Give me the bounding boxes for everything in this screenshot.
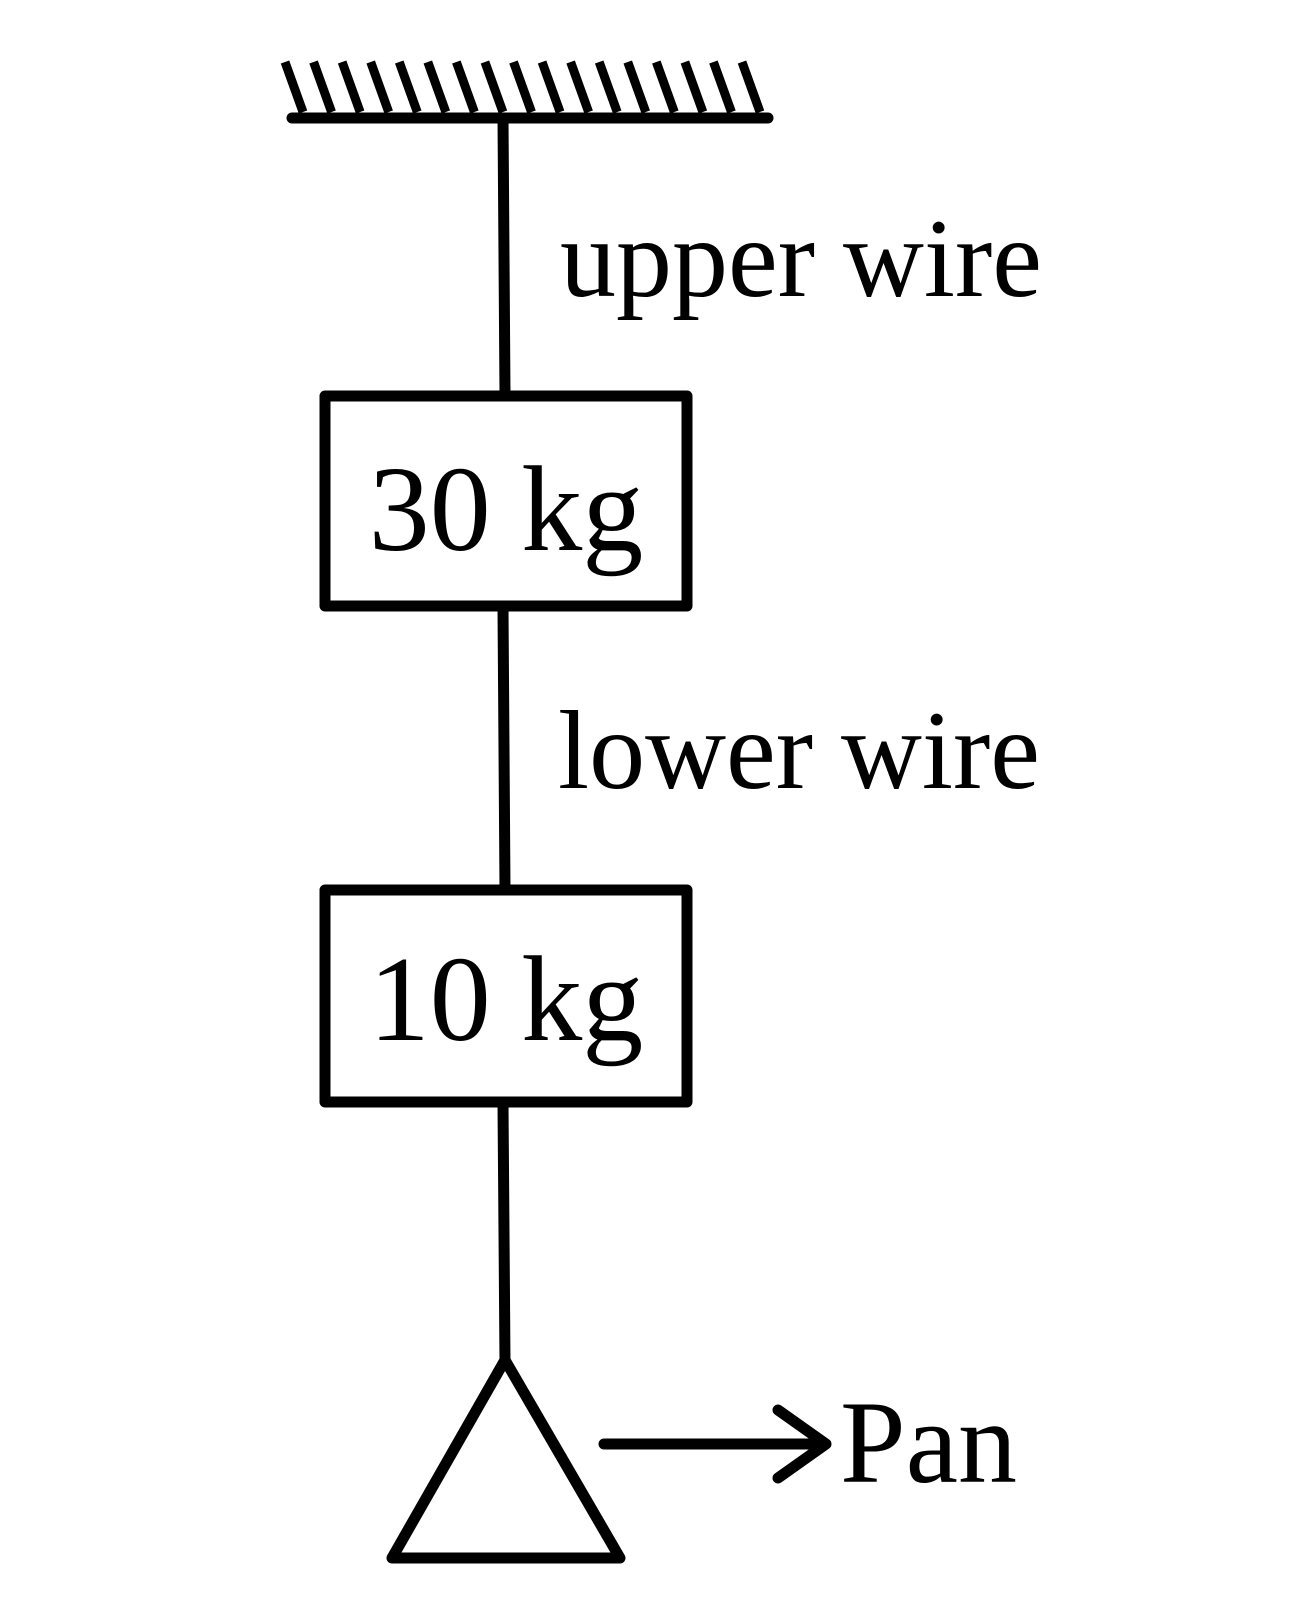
ceiling-support: [280, 60, 774, 124]
hatch-mark: [509, 60, 536, 114]
hatch-mark: [395, 60, 422, 114]
hatch-mark: [709, 60, 736, 114]
lower-wire: [497, 602, 511, 896]
hatch-mark: [537, 60, 565, 114]
ceiling-hatching: [280, 60, 765, 114]
hatch-mark: [309, 60, 336, 114]
pan-triangle: [386, 1354, 626, 1564]
hatch-mark: [480, 60, 508, 114]
hatch-mark: [280, 60, 308, 114]
hatch-mark: [423, 60, 451, 114]
hatch-mark: [594, 60, 622, 114]
hatch-mark: [366, 60, 393, 114]
upper-wire: [497, 112, 511, 400]
hatch-mark: [337, 60, 365, 114]
hatch-mark: [623, 60, 650, 114]
lower-wire-label: lower wire: [558, 689, 1040, 813]
hatch-mark: [737, 60, 765, 114]
pan-wire: [497, 1098, 511, 1368]
pan-arrow: [598, 1404, 832, 1484]
pan-label: Pan: [840, 1377, 1017, 1508]
hatch-mark: [680, 60, 708, 114]
pan-arrow-head: [772, 1404, 832, 1484]
upper-wire-label: upper wire: [560, 197, 1042, 321]
hatch-mark: [452, 60, 479, 114]
upper-mass-label: 30 kg: [369, 442, 644, 577]
hatch-mark: [652, 60, 679, 114]
lower-mass-label: 10 kg: [369, 932, 644, 1067]
hatch-mark: [566, 60, 593, 114]
